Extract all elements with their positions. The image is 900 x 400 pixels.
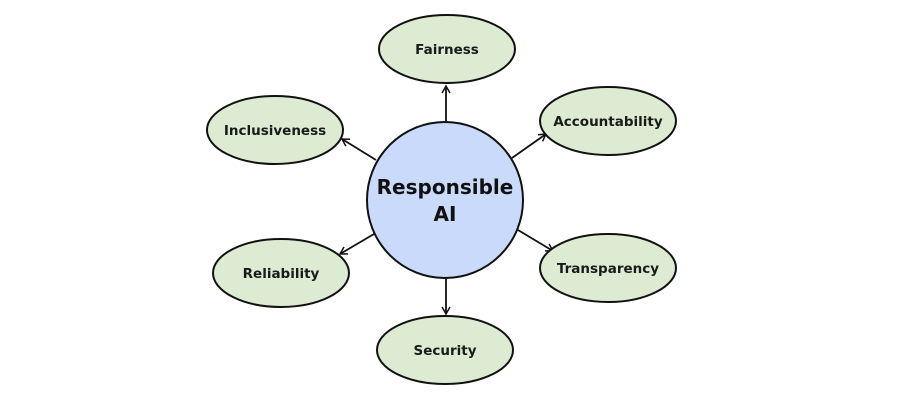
node-label: Security: [413, 343, 476, 359]
hub-label-line-2: AI: [434, 202, 457, 226]
node-label: Reliability: [243, 266, 320, 282]
hub-label-line-1: Responsible: [377, 175, 514, 199]
arrow-to-reliability: [338, 233, 375, 255]
node-transparency: Transparency: [539, 233, 677, 303]
node-fairness: Fairness: [378, 14, 516, 84]
node-inclusiveness: Inclusiveness: [206, 95, 344, 165]
node-label: Accountability: [553, 114, 663, 130]
hub-circle: [366, 121, 524, 279]
arrow-to-accountability: [511, 133, 548, 159]
node-ellipse: [539, 86, 677, 156]
arrow-to-inclusiveness: [340, 138, 377, 161]
connectors: [338, 84, 555, 316]
node-security: Security: [376, 315, 514, 385]
node-ellipse: [212, 238, 350, 308]
node-ellipse: [376, 315, 514, 385]
node-label: Transparency: [557, 261, 659, 277]
node-label: Inclusiveness: [224, 123, 326, 139]
arrow-to-transparency: [517, 229, 555, 252]
node-ellipse: [206, 95, 344, 165]
node-reliability: Reliability: [212, 238, 350, 308]
node-ellipse: [378, 14, 516, 84]
node-label: Fairness: [415, 42, 479, 58]
hub-node: Responsible AI: [366, 121, 524, 279]
node-ellipse: [539, 233, 677, 303]
node-accountability: Accountability: [539, 86, 677, 156]
